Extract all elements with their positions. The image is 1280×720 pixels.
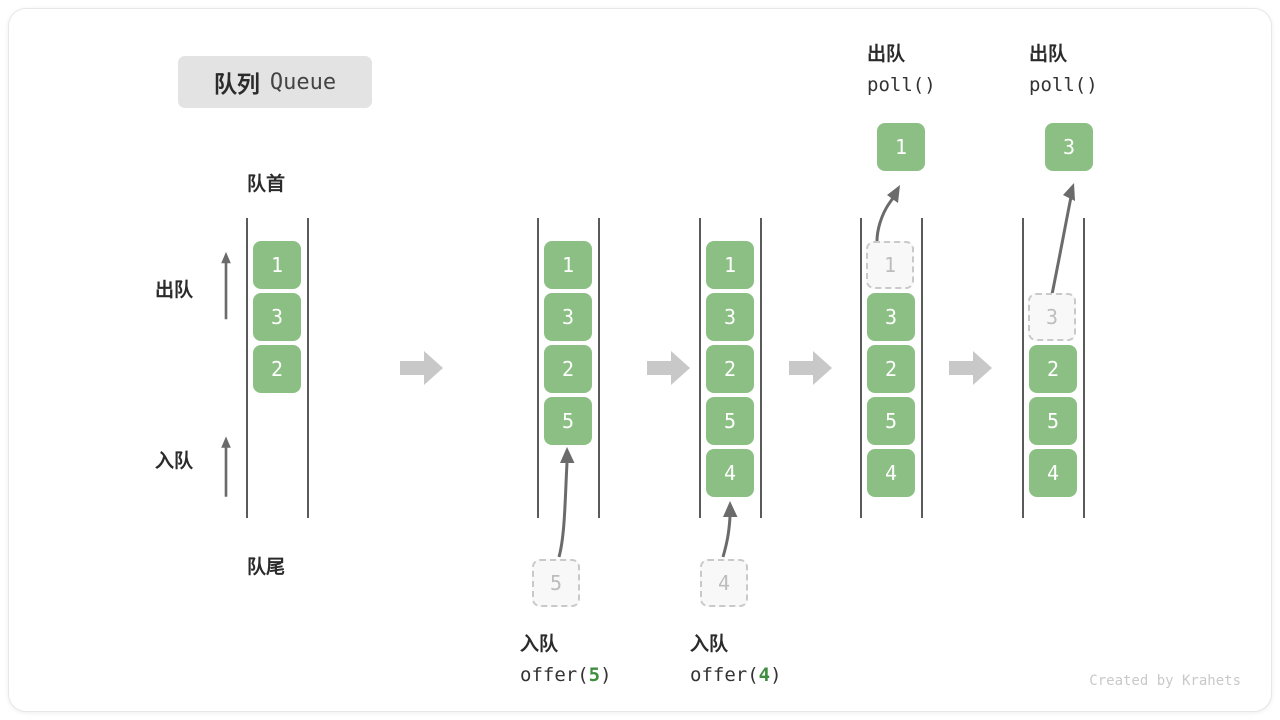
offer-arrow-icon <box>721 501 738 558</box>
poll-1-label: 出队 poll() <box>867 39 987 102</box>
offer-4-label-cn: 入队 <box>690 633 729 655</box>
queue-cell: 2 <box>253 345 301 393</box>
queue-cell: 2 <box>867 345 915 393</box>
diagram-title: 队列 Queue <box>178 56 372 108</box>
rail-right-col5 <box>1083 218 1085 518</box>
queue-cell: 3 <box>867 293 915 341</box>
step-arrow-icon <box>789 351 832 385</box>
rail-left-col5 <box>1022 218 1024 518</box>
queue-cell: 2 <box>706 345 754 393</box>
queue-cell-ghost: 1 <box>866 241 914 289</box>
title-en: Queue <box>269 69 337 95</box>
dequeue-side-label: 出队 <box>155 279 194 301</box>
rail-left-col3 <box>699 218 701 518</box>
credit-text: Created by Krahets <box>1089 673 1241 689</box>
poll-3-label: 出队 poll() <box>1029 39 1149 102</box>
queue-cell: 3 <box>706 293 754 341</box>
queue-cell: 2 <box>1029 345 1077 393</box>
queue-cell: 1 <box>544 241 592 289</box>
queue-cell: 1 <box>253 241 301 289</box>
queue-cell: 2 <box>544 345 592 393</box>
offer-5-label: 入队 offer(5) <box>520 629 640 692</box>
offer-5-label-cn: 入队 <box>520 633 559 655</box>
poll-1-label-code: poll() <box>867 74 936 97</box>
queue-cell: 5 <box>867 397 915 445</box>
poll-arrow-icon <box>1047 183 1075 310</box>
queue-cell: 3 <box>544 293 592 341</box>
rail-left-col2 <box>537 218 539 518</box>
rail-right-col3 <box>760 218 762 518</box>
queue-cell: 3 <box>253 293 301 341</box>
queue-front-label: 队首 <box>247 173 286 195</box>
enqueue-side-label: 入队 <box>155 450 194 472</box>
queue-rear-label: 队尾 <box>247 556 286 578</box>
enqueue-direction-arrow <box>221 436 231 497</box>
queue-cell-ghost: 3 <box>1028 293 1076 341</box>
popped-cell: 3 <box>1045 123 1093 171</box>
offer-arrow-icon <box>557 447 575 558</box>
offer-4-label-code: offer(4) <box>690 664 782 687</box>
rail-left-col4 <box>860 218 862 518</box>
step-arrow-icon <box>949 351 992 385</box>
rail-right-col2 <box>598 218 600 518</box>
queue-cell: 5 <box>544 397 592 445</box>
offer-4-label: 入队 offer(4) <box>690 629 810 692</box>
queue-cell: 4 <box>867 449 915 497</box>
queue-cell: 4 <box>1029 449 1077 497</box>
title-cn: 队列 <box>213 72 260 98</box>
step-arrow-icon <box>647 351 690 385</box>
poll-1-label-cn: 出队 <box>867 43 906 65</box>
dequeue-direction-arrow <box>221 251 231 320</box>
rail-right-col1 <box>307 218 309 518</box>
offer-5-label-code: offer(5) <box>520 664 612 687</box>
queue-cell: 1 <box>706 241 754 289</box>
incoming-ghost-cell: 4 <box>700 559 748 607</box>
diagram-canvas: 队列 Queue 队首 队尾 出队 入队 1 3 2 1 3 2 5 5 入队 … <box>8 8 1272 712</box>
queue-cell: 5 <box>1029 397 1077 445</box>
poll-3-label-cn: 出队 <box>1029 43 1068 65</box>
rail-left-col1 <box>246 218 248 518</box>
queue-cell: 4 <box>706 449 754 497</box>
rail-right-col4 <box>921 218 923 518</box>
popped-cell: 1 <box>877 123 925 171</box>
poll-3-label-code: poll() <box>1029 74 1098 97</box>
queue-cell: 5 <box>706 397 754 445</box>
incoming-ghost-cell: 5 <box>532 559 580 607</box>
step-arrow-icon <box>400 351 443 385</box>
